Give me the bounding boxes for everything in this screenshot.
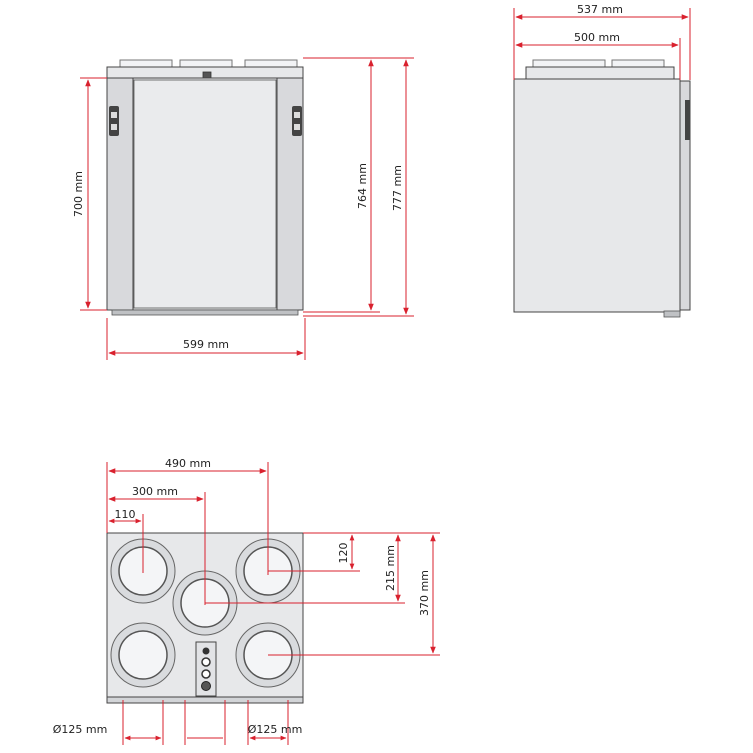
front-handle-right — [292, 106, 302, 136]
front-view: 700 mm 764 mm 777 mm 599 mm — [72, 57, 414, 360]
dim-label-700: 700 mm — [72, 171, 85, 217]
side-bottom-foot — [663, 310, 681, 318]
dim-label-215: 215 mm — [384, 545, 397, 591]
dim-label-120: 120 — [337, 543, 350, 564]
front-door-panel — [133, 79, 277, 309]
dim-label-599: 599 mm — [183, 338, 229, 351]
side-view: 537 mm 500 mm — [513, 3, 691, 318]
side-handle — [685, 100, 690, 140]
front-bottom-base — [111, 309, 299, 316]
dim-label-370: 370 mm — [418, 570, 431, 616]
dim-label-300: 300 mm — [132, 485, 178, 498]
dim-label-490: 490 mm — [165, 457, 211, 470]
dim-label-110: 110 — [115, 508, 136, 521]
dim-label-537: 537 mm — [577, 3, 623, 16]
top-housing-bottom-rail — [106, 696, 304, 704]
front-handle-left — [109, 106, 119, 136]
top-view: 490 mm 300 mm 110 120 215 mm 370 mm — [53, 457, 440, 745]
side-door-profile — [679, 80, 691, 311]
dim-label-764: 764 mm — [356, 163, 369, 209]
dim-label-777: 777 mm — [391, 165, 404, 211]
dim-label-d125-right: Ø125 mm — [248, 723, 303, 736]
side-top-cap — [525, 66, 675, 80]
electrical-connection-panel — [195, 641, 217, 697]
side-housing — [513, 78, 681, 313]
dim-label-500: 500 mm — [574, 31, 620, 44]
front-top-latch — [202, 71, 212, 79]
duct-bottom-left — [110, 622, 176, 688]
dim-label-d125-left: Ø125 mm — [53, 723, 108, 736]
